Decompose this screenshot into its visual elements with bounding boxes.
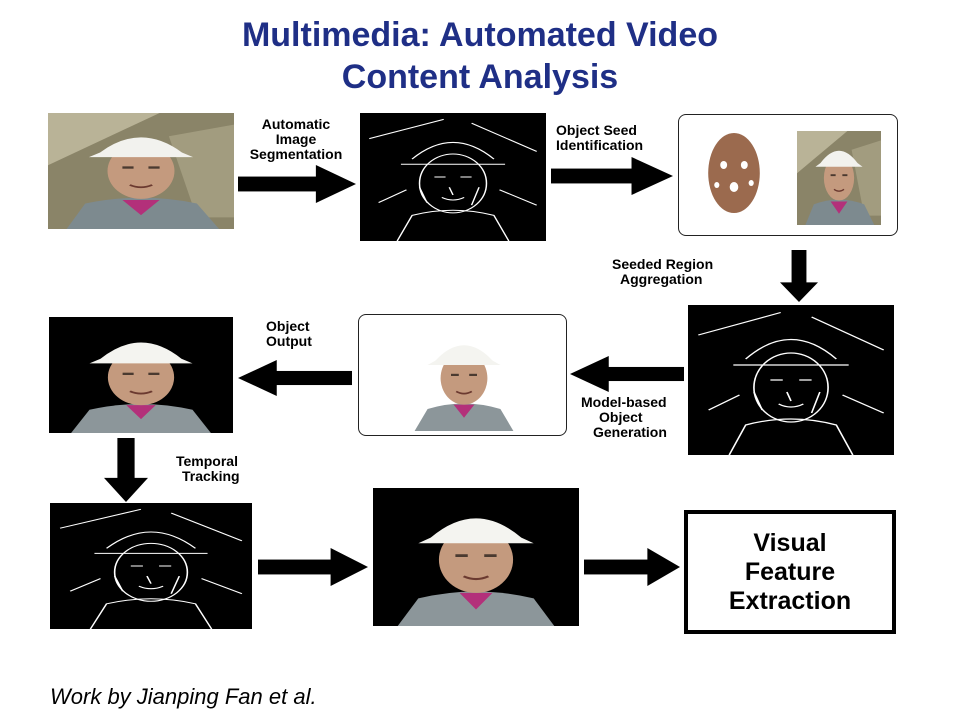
label-object-seed-identification: Object Seed Identification <box>556 123 643 153</box>
arrow-down-icon <box>780 250 818 302</box>
arrow-down-icon <box>104 438 148 502</box>
label-seeded-region-aggregation: Seeded Region Aggregation <box>612 257 713 287</box>
label-line: Object <box>266 318 310 334</box>
tracked-object-image <box>373 488 579 626</box>
credit-text: Work by Jianping Fan et al. <box>50 684 317 709</box>
visual-feature-extraction-box: Visual Feature Extraction <box>684 510 896 634</box>
label-line: Object <box>599 409 643 425</box>
object-output-image <box>49 317 233 433</box>
tracked-edge-map <box>50 503 252 629</box>
arrow-right-icon <box>551 157 673 195</box>
label-line: Generation <box>593 424 667 440</box>
original-face-crop <box>797 131 881 225</box>
arrow-left-icon <box>238 360 352 396</box>
label-model-based-object-generation: Model-based Object Generation <box>581 395 667 440</box>
arrow-left-icon <box>570 356 684 392</box>
label-line: Temporal <box>176 453 238 469</box>
slide-title: Multimedia: Automated Video Content Anal… <box>0 14 960 98</box>
segmentation-edge-map <box>360 113 546 241</box>
label-temporal-tracking: Temporal Tracking <box>176 454 240 484</box>
label-object-output: Object Output <box>266 319 312 349</box>
label-line: Tracking <box>182 468 240 484</box>
final-box-line: Visual <box>753 528 827 557</box>
label-line: Image <box>275 131 317 147</box>
object-seed-panel <box>678 114 898 236</box>
title-line-2: Content Analysis <box>341 58 619 96</box>
title-line-1: Multimedia: Automated Video <box>241 16 719 54</box>
label-line: Seeded Region <box>612 256 714 272</box>
final-box-line: Extraction <box>728 586 852 615</box>
arrow-right-icon <box>258 548 368 586</box>
generated-object-image <box>399 321 529 431</box>
final-box-line: Feature <box>744 557 836 586</box>
label-line: Output <box>266 333 312 349</box>
seed-region-image <box>691 125 777 225</box>
arrow-right-icon <box>584 548 680 586</box>
arrow-right-icon <box>238 165 356 203</box>
label-line: Object Seed <box>556 122 637 138</box>
label-line: Model-based <box>581 394 667 410</box>
label-automatic-image-segmentation: Automatic Image Segmentation <box>236 117 356 162</box>
label-line: Aggregation <box>620 271 703 287</box>
object-generation-panel <box>358 314 567 436</box>
input-video-frame <box>48 113 234 229</box>
label-line: Automatic <box>261 116 331 132</box>
label-line: Identification <box>556 137 644 153</box>
label-line: Segmentation <box>249 146 343 162</box>
aggregated-region-map <box>688 305 894 455</box>
